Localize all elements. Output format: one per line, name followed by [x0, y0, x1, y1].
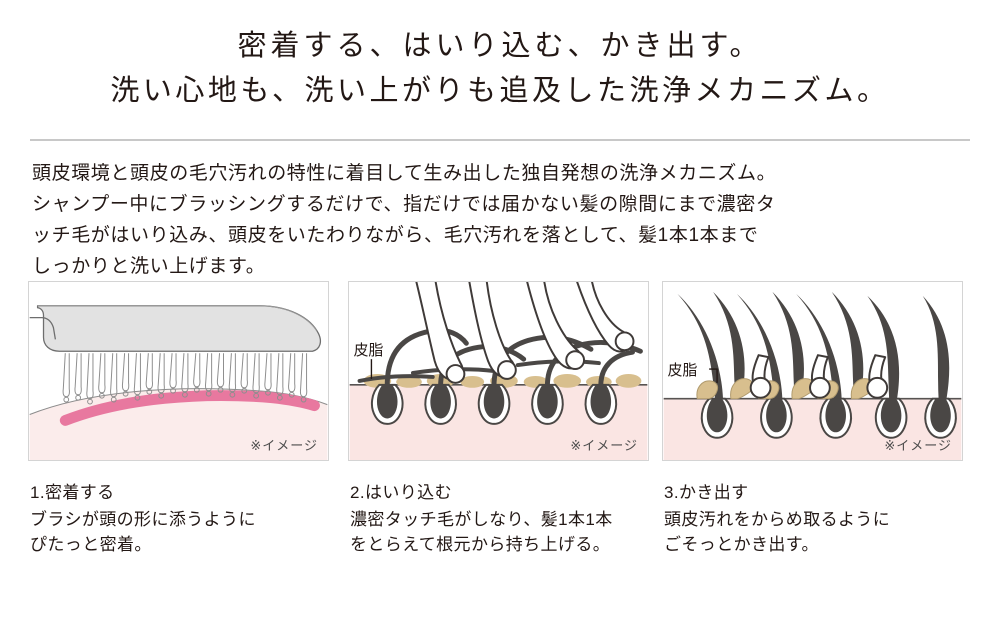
- contact-highlight-stripe: [59, 390, 320, 426]
- header-divider: [30, 139, 970, 141]
- sebum-deposits: [696, 378, 875, 400]
- brush-contact-illustration: [29, 305, 328, 460]
- panel-penetration: 皮脂 ※イメージ: [348, 281, 649, 461]
- penetration-illustration: 皮脂: [349, 282, 648, 460]
- brush-bristles: [415, 282, 635, 384]
- caption-2-line-2: をとらえて根元から持ち上げる。: [350, 535, 611, 554]
- caption-3-line-1: 頭皮汚れをからめ取るように: [664, 510, 891, 529]
- hair-follicles: [700, 397, 957, 439]
- caption-step-3: 3.かき出す 頭皮汚れをからめ取るように ごそっとかき出す。: [664, 480, 969, 557]
- scraping-illustration: 皮脂: [663, 291, 962, 460]
- brush-head: [36, 305, 322, 352]
- sebum-label-group: 皮脂: [354, 342, 384, 379]
- panel-brush-contact: ※イメージ: [28, 281, 329, 461]
- heading-line-1: 密着する、はいり込む、かき出す。: [237, 30, 763, 62]
- brush-bristles: [749, 354, 889, 399]
- page-title: 密着する、はいり込む、かき出す。 洗い心地も、洗い上がりも追及した洗浄メカニズム…: [0, 24, 1000, 114]
- intro-line-2: シャンプー中にブラッシングするだけで、指だけでは届かない髪の隙間にまで濃密タ: [32, 194, 776, 215]
- intro-line-1: 頭皮環境と頭皮の毛穴汚れの特性に着目して生み出した独自発想の洗浄メカニズム。: [32, 163, 777, 184]
- caption-2-line-1: 濃密タッチ毛がしなり、髪1本1本: [350, 510, 613, 529]
- caption-2-title: 2.はいり込む: [350, 483, 452, 502]
- caption-3-title: 3.かき出す: [664, 483, 749, 502]
- hair-follicles: [370, 383, 618, 425]
- caption-1-line-1: ブラシが頭の形に添うように: [30, 510, 256, 529]
- caption-1-line-2: ぴたっと密着。: [30, 535, 152, 554]
- heading-line-2: 洗い心地も、洗い上がりも追及した洗浄メカニズム。: [110, 75, 890, 107]
- intro-paragraph: 頭皮環境と頭皮の毛穴汚れの特性に着目して生み出した独自発想の洗浄メカニズム。 シ…: [32, 158, 972, 282]
- sebum-label: 皮脂: [668, 362, 698, 379]
- brush-bristles: [62, 353, 308, 405]
- intro-line-4: しっかりと洗い上げます。: [32, 256, 266, 277]
- caption-3-line-2: ごそっとかき出す。: [664, 535, 819, 554]
- brush-handle-notch: [29, 316, 57, 340]
- sebum-leader-line: [709, 368, 718, 383]
- sebum-label: 皮脂: [354, 342, 384, 359]
- sebum-label-group: 皮脂: [668, 362, 718, 383]
- caption-step-1: 1.密着する ブラシが頭の形に添うように ぴたっと密着。: [30, 480, 335, 557]
- brush-head-highlight: [37, 305, 317, 331]
- caption-step-2: 2.はいり込む 濃密タッチ毛がしなり、髪1本1本 をとらえて根元から持ち上げる。: [350, 480, 655, 557]
- panel-captions: 1.密着する ブラシが頭の形に添うように ぴたっと密着。 2.はいり込む 濃密タ…: [28, 480, 968, 570]
- intro-line-3: ッチ毛がはいり込み、頭皮をいたわりながら、毛穴汚れを落として、髪1本1本まで: [32, 225, 759, 246]
- panel-scraping: 皮脂 ※イメージ: [662, 281, 963, 461]
- illustration-panels: ※イメージ: [28, 281, 968, 461]
- caption-1-title: 1.密着する: [30, 483, 115, 502]
